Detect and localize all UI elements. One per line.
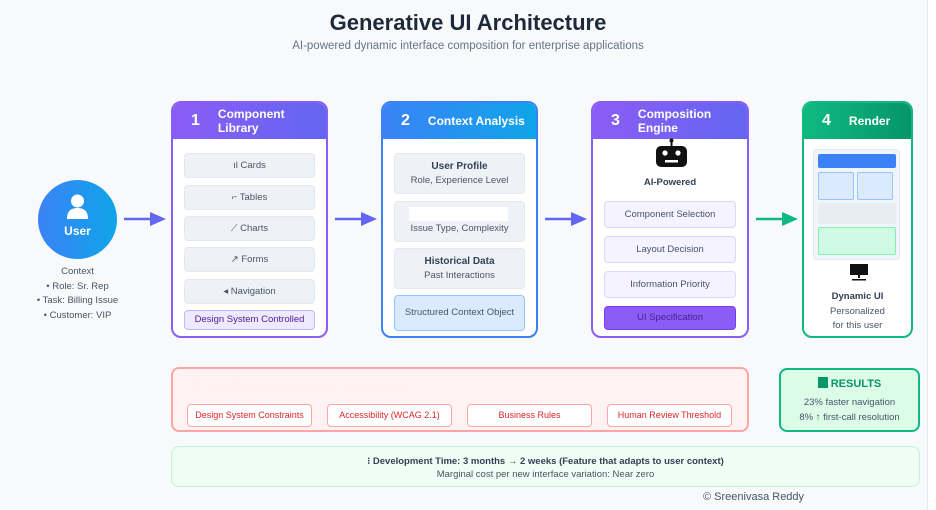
item-title: User Profile xyxy=(431,160,488,172)
layer-composition-engine: 3 Composition Engine AI-Powered Component… xyxy=(591,101,749,338)
results-title: RESULTS xyxy=(781,377,918,392)
table-icon: ⌐ xyxy=(231,191,240,203)
page-subtitle: AI-powered dynamic interface composition… xyxy=(292,40,644,52)
dynamic-ui-label: Dynamic UI xyxy=(831,291,884,302)
marginal-cost-line: Marginal cost per new interface variatio… xyxy=(436,469,655,480)
user-context: Context • Role: Sr. Rep • Task: Billing … xyxy=(20,265,135,323)
redacted-title xyxy=(409,207,508,221)
results-title-text: RESULTS xyxy=(830,378,882,390)
guardrails-panel: 🛡 GUARDRAILS (Applied at Layers 3 & 4) D… xyxy=(171,367,749,432)
design-system-badge: Design System Controlled xyxy=(184,310,315,330)
result-resolution: 8% ↑ first-call resolution xyxy=(799,412,900,423)
render-subtitle: for this user xyxy=(832,320,883,331)
context-task: • Task: Billing Issue xyxy=(36,295,119,306)
result-navigation: 23% faster navigation xyxy=(803,397,896,408)
results-panel: RESULTS 23% faster navigation 8% ↑ first… xyxy=(779,368,920,432)
layer-render: 4 Render Dynamic UI Personalized for this… xyxy=(802,101,913,338)
arrow-icon xyxy=(335,212,377,226)
pencil-icon: ↗ xyxy=(230,253,242,265)
item-subtitle: Issue Type, Complexity xyxy=(410,223,509,234)
mockup-panel xyxy=(818,227,896,255)
item-label: Navigation xyxy=(230,285,276,297)
development-time-panel: ⁝ Development Time: 3 months → 2 weeks (… xyxy=(171,446,920,487)
item-label: Forms xyxy=(241,253,269,265)
ui-specification: UI Specification xyxy=(604,306,736,330)
dev-time-line: ⁝ Development Time: 3 months → 2 weeks (… xyxy=(172,456,919,467)
item-label: Cards xyxy=(240,159,266,171)
ai-powered-label: AI-Powered xyxy=(643,177,697,188)
step-number: 1 xyxy=(191,112,200,129)
ui-mockup-preview xyxy=(813,149,900,260)
step-number: 3 xyxy=(611,112,620,129)
mockup-header xyxy=(818,154,896,168)
render-subtitle: Personalized xyxy=(830,306,885,317)
card-title: Render xyxy=(848,114,891,128)
layout-decision: Layout Decision xyxy=(604,236,736,263)
bar-chart-icon: ıl xyxy=(233,159,241,171)
component-cards: ıl Cards xyxy=(184,153,315,178)
user-label: User xyxy=(64,224,91,238)
card-title: Composition Engine xyxy=(637,107,712,135)
item-subtitle: Past Interactions xyxy=(424,269,495,281)
arrow-icon xyxy=(545,212,587,226)
mockup-card xyxy=(857,172,893,200)
card-header: 1 Component Library xyxy=(173,103,326,139)
card-header: 4 Render xyxy=(804,103,911,139)
arrow-icon xyxy=(756,212,798,226)
dev-time-text: Development Time: 3 months → 2 weeks (Fe… xyxy=(372,456,724,467)
guardrail-business-rules: Business Rules xyxy=(467,404,592,427)
step-number: 2 xyxy=(401,112,410,129)
context-customer: • Customer: VIP xyxy=(43,309,112,321)
guardrails-title: 🛡 GUARDRAILS (Applied at Layers 3 & 4) xyxy=(187,380,409,392)
guardrail-design-system: Design System Constraints xyxy=(187,404,312,427)
user-icon xyxy=(67,194,88,219)
step-number: 4 xyxy=(822,112,831,129)
robot-icon xyxy=(656,138,687,167)
card-header: 2 Context Analysis xyxy=(383,103,536,139)
item-title: Historical Data xyxy=(424,255,495,267)
context-heading: Context xyxy=(61,266,94,277)
context-role: • Role: Sr. Rep xyxy=(46,280,109,292)
information-priority: Information Priority xyxy=(604,271,736,298)
layer-component-library: 1 Component Library ıl Cards ⌐ Tables ⟋ C… xyxy=(171,101,328,338)
right-edge xyxy=(927,0,936,510)
component-navigation: ◂ Navigation xyxy=(184,279,315,304)
copyright: © Sreenivasa Reddy xyxy=(703,491,805,503)
card-header: 3 Composition Engine xyxy=(593,103,747,139)
timer-icon: ⁝ xyxy=(367,456,373,467)
arrow-icon xyxy=(124,212,166,226)
item-label: Charts xyxy=(240,222,269,234)
card-title: Component Library xyxy=(217,107,285,135)
card-title: Context Analysis xyxy=(427,114,525,128)
structured-context-object: Structured Context Object xyxy=(394,295,525,331)
monitor-icon xyxy=(850,264,868,281)
component-forms: ↗ Forms xyxy=(184,247,315,272)
user-node: User xyxy=(38,180,117,259)
mockup-row xyxy=(818,203,896,224)
mockup-card xyxy=(818,172,854,200)
page-title: Generative UI Architecture xyxy=(329,10,607,35)
guardrail-human-review: Human Review Threshold xyxy=(607,404,732,427)
issue-item: Issue Type, Complexity xyxy=(394,201,525,242)
item-label: Tables xyxy=(239,191,268,203)
compass-icon: ◂ xyxy=(223,285,231,297)
component-selection: Component Selection xyxy=(604,201,736,228)
component-tables: ⌐ Tables xyxy=(184,185,315,210)
line-chart-icon: ⟋ xyxy=(230,222,241,234)
calculator-icon xyxy=(817,377,828,388)
guardrail-accessibility: Accessibility (WCAG 2.1) xyxy=(327,404,452,427)
item-subtitle: Role, Experience Level xyxy=(410,174,509,186)
component-charts: ⟋ Charts xyxy=(184,216,315,241)
